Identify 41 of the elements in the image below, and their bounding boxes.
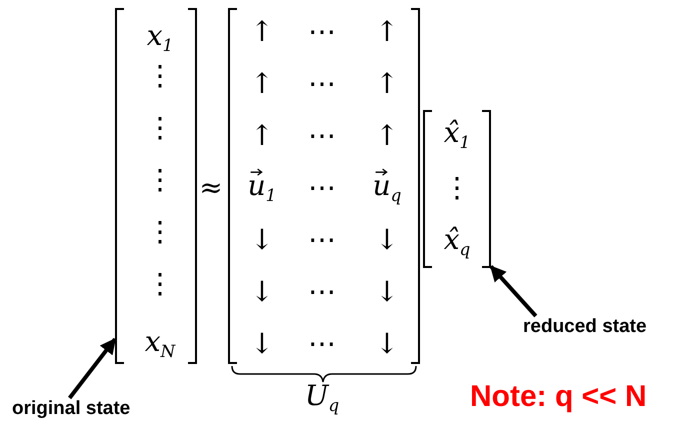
matrix-entry: x$_{1}$ (146, 22, 174, 54)
approx-symbol: ≈ (199, 174, 223, 202)
matrix-entry: x̂$_{q}$ (444, 226, 470, 258)
matrix-entry: ↑ (250, 18, 274, 46)
matrix-entry: ⋮ (146, 218, 174, 246)
matrix-entry: u$_{q}$ (372, 172, 402, 204)
matrix-entry: ↓ (250, 278, 274, 306)
matrix-entry: ↑ (250, 122, 274, 150)
matrix-entry: ↑ (375, 18, 399, 46)
matrix-entry: ↓ (375, 278, 399, 306)
matrix-entry: x$_{N}$ (144, 328, 176, 360)
matrix-entry: u$_{1}$ (248, 172, 276, 204)
matrix-name: U$_{q}$ (304, 382, 340, 414)
matrix-entry: ↑ (250, 70, 274, 98)
matrix-entry: ⋮ (146, 166, 174, 194)
matrix-entry: ↓ (250, 226, 274, 254)
callout-text: original state (12, 398, 172, 424)
note: Note: q << N (470, 380, 647, 414)
matrix-entry: ⋯ (308, 278, 336, 306)
matrix (228, 8, 420, 364)
matrix-entry: ⋯ (308, 174, 336, 202)
matrix-entry: ↓ (250, 330, 274, 358)
arrow (68, 338, 117, 400)
matrix-entry: x̂$_{1}$ (444, 119, 470, 151)
matrix-entry: ⋮ (146, 114, 174, 142)
callout-text: reduced state (523, 316, 683, 344)
matrix-entry: ↓ (375, 330, 399, 358)
matrix-entry: ↑ (375, 70, 399, 98)
matrix-entry: ⋯ (308, 122, 336, 150)
column-vector (423, 110, 491, 268)
matrix-entry: ⋯ (308, 18, 336, 46)
matrix-entry: ⋮ (146, 270, 174, 298)
matrix-entry: ⋯ (308, 330, 336, 358)
arrow (490, 265, 538, 318)
matrix-entry: ⋯ (308, 226, 336, 254)
column-vector (115, 8, 197, 364)
matrix-entry: ↓ (375, 226, 399, 254)
matrix-entry: ↑ (375, 122, 399, 150)
matrix-entry: ⋮ (443, 174, 471, 202)
matrix-entry: ⋮ (146, 62, 174, 90)
matrix-entry: ⋯ (308, 70, 336, 98)
